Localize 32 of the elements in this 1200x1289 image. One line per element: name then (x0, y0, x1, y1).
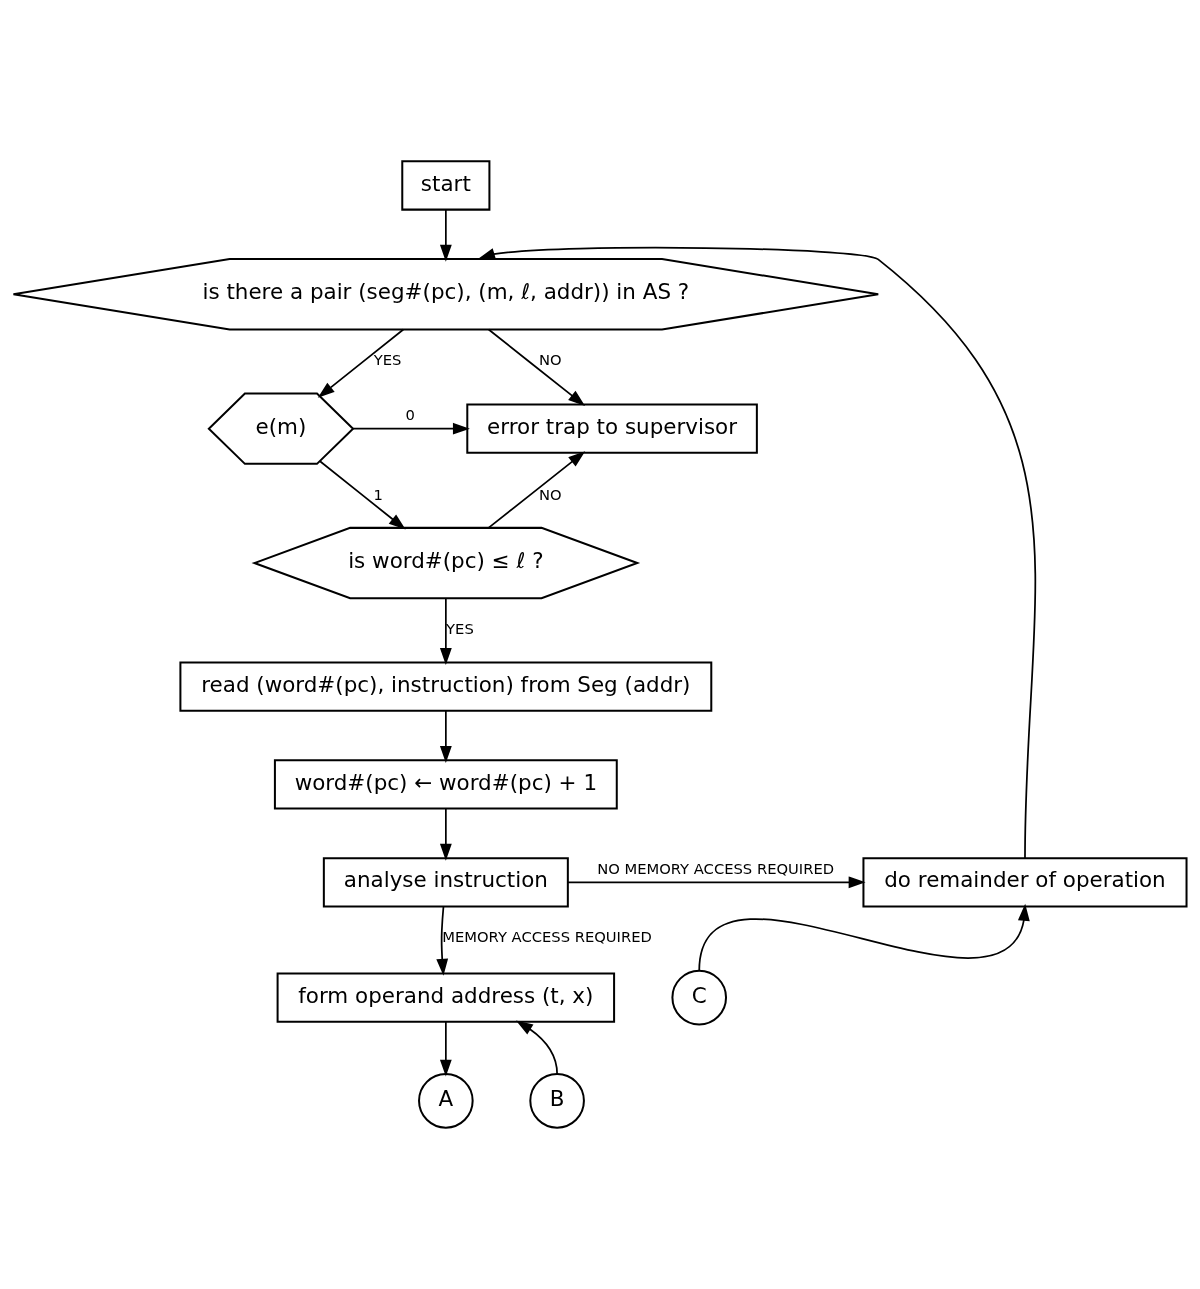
node-box: start (401, 160, 491, 211)
arrow (319, 460, 406, 530)
arrow (567, 876, 866, 889)
edge-label: NO (539, 351, 562, 369)
arrow (439, 807, 452, 861)
node-box: word#(pc) ← word#(pc) + 1 (273, 759, 618, 810)
arrow (439, 597, 452, 665)
edge-label: 1 (373, 485, 383, 503)
node-box: analyse instruction (322, 857, 569, 908)
arrow (439, 1020, 452, 1077)
edge-label: NO MEMORY ACCESS REQUIRED (597, 859, 835, 877)
node-box: read (word#(pc), instruction) from Seg (addr) (179, 661, 713, 712)
arrow (439, 710, 452, 763)
arrow (352, 422, 470, 435)
node-circle: A (418, 1073, 474, 1129)
edge-label: 0 (405, 406, 415, 424)
arrow (439, 209, 452, 262)
node-box: error trap to supervisor (466, 403, 758, 454)
edge-label: MEMORY ACCESS REQUIRED (442, 928, 652, 946)
node-box: form operand address (t, x) (276, 972, 616, 1023)
node-circle: C (671, 969, 728, 1026)
arrow (515, 1020, 558, 1075)
arrow (698, 903, 1030, 972)
edge-label: NO (539, 485, 562, 503)
node-circle: B (529, 1073, 585, 1129)
arrow (436, 905, 449, 976)
edge-label: YES (373, 351, 402, 369)
arrow (317, 328, 405, 398)
arrow (478, 246, 1037, 860)
arrow (487, 328, 586, 406)
node-box: do remainder of operation (862, 857, 1188, 908)
arrow (487, 451, 586, 529)
